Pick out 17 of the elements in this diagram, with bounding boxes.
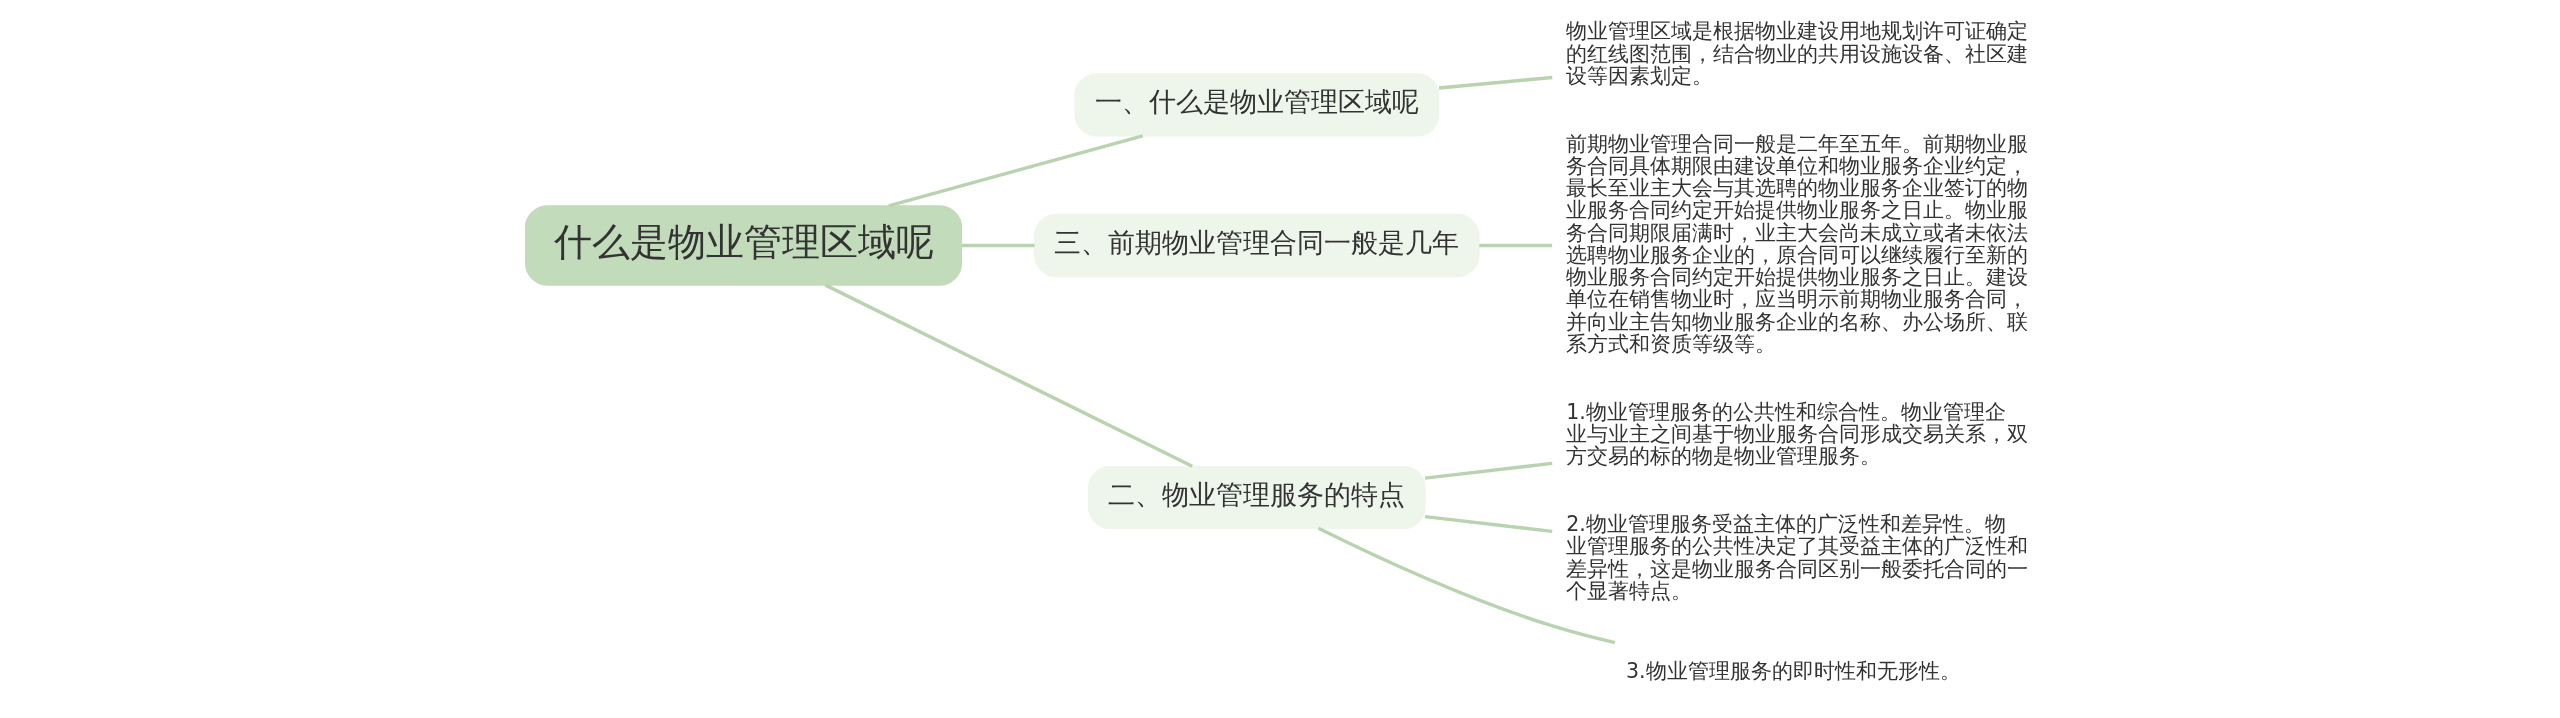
node-text: 1.物业管理服务的公共性和综合性。物业管理企业与业主之间基于物业服务合同形成交易关系，双方交易的标的物是物业管理服务。 [1566, 399, 2029, 469]
node-box: 二、物业管理服务的特点 [1088, 465, 1426, 530]
connector [888, 134, 1144, 208]
connector [1317, 526, 1616, 645]
connector [1424, 514, 1553, 534]
node-text: 前期物业管理合同一般是二年至五年。前期物业服务合同具体期限由建设单位和物业服务企业约定，最长至业主大会与其选聘的物业服务企业签订的物业服务合同约定开始提供物业服务之日止。物业服务合同期限届满时，业主大会尚未成立或者未依法选聘物业服务企业的，原合同可以继续履行至新的物业服务合同约定开始提供物业服务之日止。建设单位在销售物业时，应当明示前期物业服务合同，并向业主告知物业服务企业的名称、办公场所、联系方式和资质等级等。 [1566, 131, 2029, 357]
connector [1479, 243, 1553, 248]
node-text: 3.物业管理服务的即时性和无形性。 [1626, 658, 1961, 683]
connector [961, 243, 1035, 248]
node-box: 三、前期物业管理合同一般是几年 [1034, 213, 1480, 278]
node-text: 2.物业管理服务受益主体的广泛性和差异性。物业管理服务的公共性决定了其受益主体的广泛性和差异性，这是物业服务合同区别一般委托合同的一个显著特点。 [1566, 512, 2029, 603]
connector [1438, 75, 1553, 90]
node-text: 物业管理区域是根据物业建设用地规划许可证确定的红线图范围，结合物业的共用设施设备、社区建设等因素划定。 [1566, 19, 2029, 88]
node-box: 什么是物业管理区域呢 [525, 205, 963, 286]
connector [1424, 461, 1553, 480]
connector [824, 283, 1194, 468]
node-box: 一、什么是物业管理区域呢 [1074, 73, 1440, 137]
